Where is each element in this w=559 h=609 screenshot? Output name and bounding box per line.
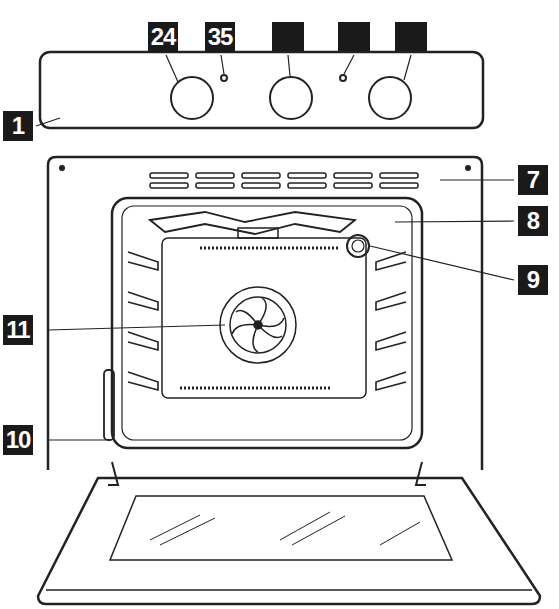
oven-door bbox=[38, 478, 540, 604]
callout-number: 35 bbox=[205, 22, 235, 52]
fan bbox=[220, 287, 296, 363]
vents bbox=[150, 173, 418, 188]
glass-reflection bbox=[150, 512, 420, 545]
callout-number: 1 bbox=[3, 111, 33, 141]
knob bbox=[270, 77, 312, 119]
back-panel bbox=[162, 238, 366, 398]
oven-lamp bbox=[347, 235, 369, 257]
knob bbox=[171, 77, 213, 119]
callout-number: 8 bbox=[518, 206, 548, 236]
callout-number: 7 bbox=[518, 165, 548, 195]
blank-callout bbox=[395, 22, 427, 53]
control-panel bbox=[40, 52, 483, 128]
callout-number: 24 bbox=[148, 22, 178, 52]
door-seal-latch bbox=[104, 370, 114, 440]
callout-number: 9 bbox=[518, 265, 548, 295]
callout-number: 11 bbox=[3, 315, 33, 345]
side-racks bbox=[128, 252, 406, 390]
indicator-light bbox=[221, 75, 227, 81]
callout-number: 10 bbox=[3, 425, 33, 455]
leader-lines bbox=[36, 55, 514, 440]
oven-cavity bbox=[112, 198, 422, 448]
blank-callout bbox=[272, 22, 304, 53]
oven-body bbox=[48, 157, 482, 470]
grill-element bbox=[150, 212, 355, 234]
knob bbox=[369, 77, 411, 119]
blank-callout bbox=[338, 22, 370, 53]
door-window bbox=[110, 496, 452, 560]
indicator-light bbox=[340, 75, 346, 81]
